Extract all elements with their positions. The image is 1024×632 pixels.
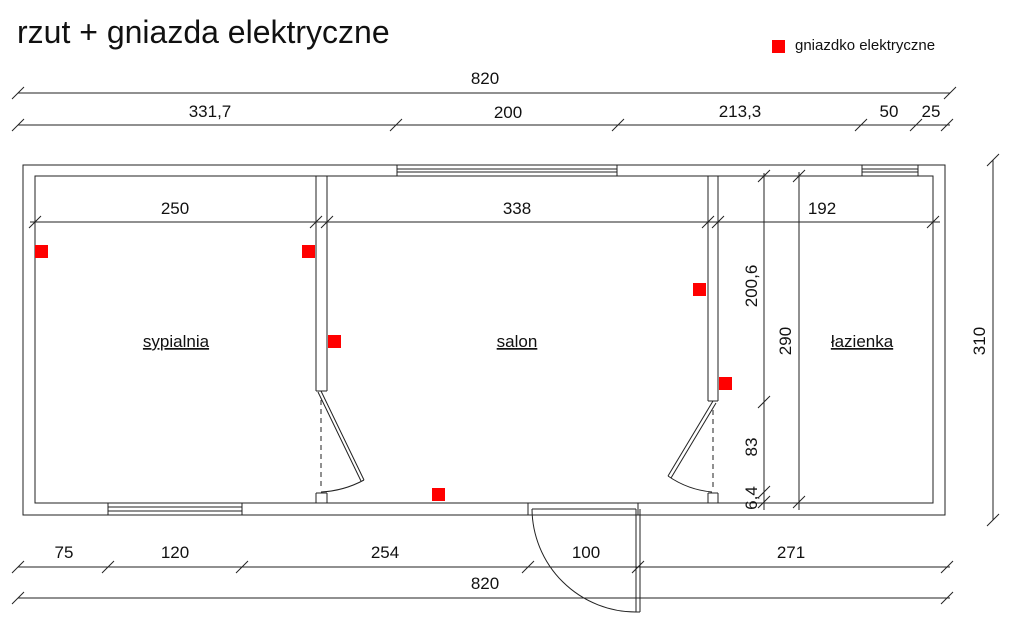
socket-marker: [328, 335, 341, 348]
dim-top-2: 200: [494, 103, 522, 122]
socket-marker: [719, 377, 732, 390]
socket-marker: [693, 283, 706, 296]
socket-marker: [302, 245, 315, 258]
plan-title: rzut + gniazda elektryczne: [17, 14, 390, 50]
dim-total-bottom: 820: [471, 574, 499, 593]
dim-bottom-2: 120: [161, 543, 189, 562]
dim-room-width-3: 192: [808, 199, 836, 218]
dim-bottom-5: 271: [777, 543, 805, 562]
dim-height-total: 310: [970, 327, 989, 355]
socket-legend-marker: [772, 39, 785, 53]
dim-bottom-3: 254: [371, 543, 399, 562]
dim-vertical-3: 6,4: [742, 486, 761, 510]
socket-marker: [432, 488, 445, 501]
dim-room-width-2: 338: [503, 199, 531, 218]
legend: gniazdko elektryczne: [772, 36, 935, 56]
bathroom-door: [667, 400, 717, 493]
room-label-living: salon: [497, 332, 538, 351]
dim-top-5: 25: [922, 102, 941, 121]
dim-height-inner: 290: [776, 327, 795, 355]
dim-vertical-1: 200,6: [742, 265, 761, 308]
room-label-bathroom: łazienka: [831, 332, 894, 351]
dim-bottom-1: 75: [55, 543, 74, 562]
dim-top-1: 331,7: [189, 102, 232, 121]
socket-marker: [35, 245, 48, 258]
window-bottom-bedroom: [107, 502, 243, 516]
window-top-bathroom: [861, 164, 919, 177]
dim-top-4: 50: [880, 102, 899, 121]
window-top-salon: [396, 164, 618, 177]
legend-label: gniazdko elektryczne: [795, 37, 936, 54]
dim-room-width-1: 250: [161, 199, 189, 218]
entrance-door: [527, 502, 641, 613]
dim-vertical-2: 83: [742, 438, 761, 457]
dim-top-3: 213,3: [719, 102, 762, 121]
dim-total-top: 820: [471, 69, 499, 88]
bedroom-door: [317, 390, 365, 493]
room-label-bedroom: sypialnia: [143, 332, 210, 351]
dim-bottom-4: 100: [572, 543, 600, 562]
